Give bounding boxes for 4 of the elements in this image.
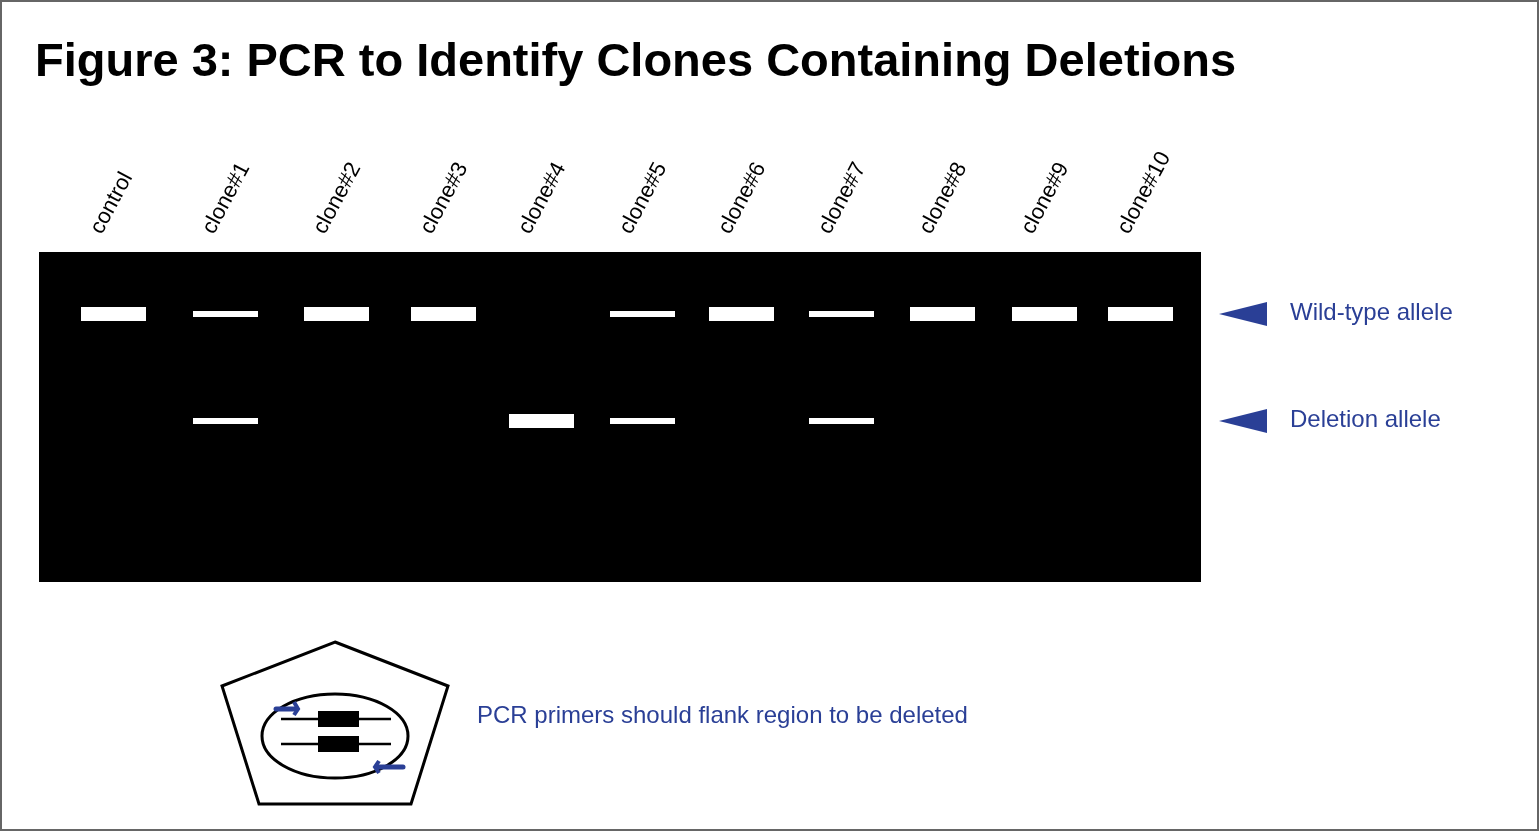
figure-title: Figure 3: PCR to Identify Clones Containing Deletions <box>35 32 1237 87</box>
band-label: Wild-type allele <box>1290 298 1453 326</box>
band-label: Deletion allele <box>1290 405 1441 433</box>
primer-note: PCR primers should flank region to be deleted <box>477 701 968 729</box>
